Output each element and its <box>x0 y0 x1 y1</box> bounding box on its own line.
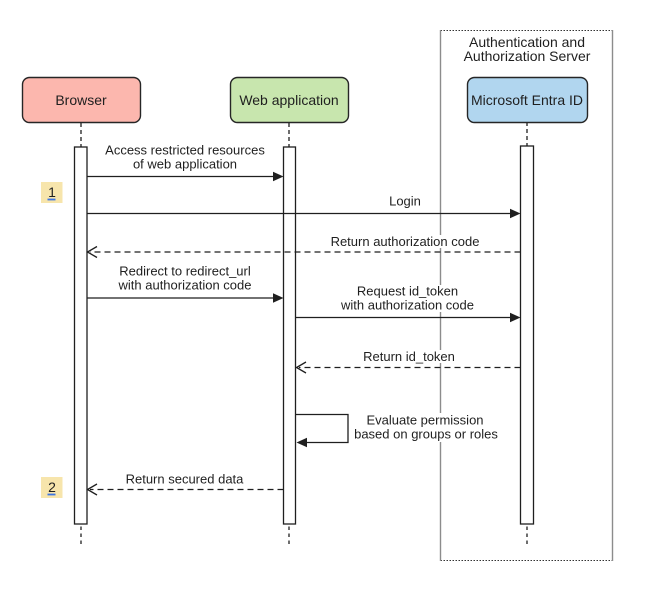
svg-text:Redirect to redirect_url: Redirect to redirect_url <box>119 264 251 279</box>
svg-text:Return secured data: Return secured data <box>126 472 245 487</box>
svg-text:Authorization Server: Authorization Server <box>464 48 591 64</box>
svg-text:2: 2 <box>48 479 56 495</box>
svg-text:with authorization code: with authorization code <box>118 278 252 293</box>
svg-text:Access restricted resources: Access restricted resources <box>105 143 265 158</box>
svg-text:Request id_token: Request id_token <box>357 284 458 299</box>
svg-text:Microsoft Entra ID: Microsoft Entra ID <box>471 92 583 108</box>
svg-text:Login: Login <box>389 194 421 209</box>
svg-text:Return authorization code: Return authorization code <box>331 234 480 249</box>
svg-text:of web application: of web application <box>133 157 237 172</box>
svg-text:1: 1 <box>48 184 56 200</box>
svg-text:based on groups or roles: based on groups or roles <box>354 427 498 442</box>
svg-text:Browser: Browser <box>55 92 107 108</box>
svg-text:Evaluate permission: Evaluate permission <box>366 413 483 428</box>
svg-text:Web application: Web application <box>239 92 338 108</box>
svg-text:Return id_token: Return id_token <box>363 349 455 364</box>
svg-text:with authorization code: with authorization code <box>340 298 474 313</box>
svg-text:Authentication and: Authentication and <box>469 34 585 50</box>
